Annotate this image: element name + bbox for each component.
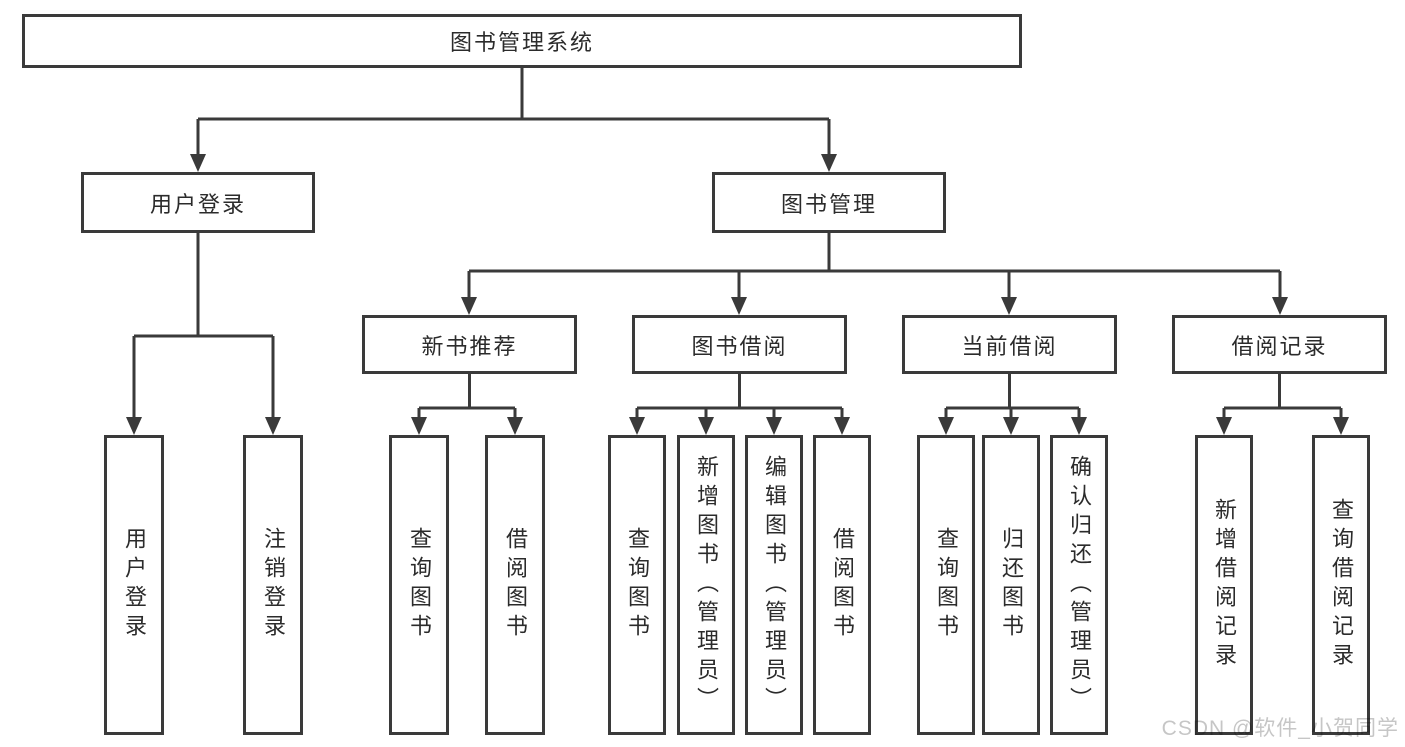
leaf-add-borrow-record: 新增借阅记录 [1195,435,1253,735]
leaf-user-login: 用户登录 [104,435,164,735]
leaf-recommend-query-books-label: 查询图书 [407,527,432,643]
leaf-edit-books-admin-label: 编辑图书（管理员） [762,454,787,716]
node-new-book-recommendation: 新书推荐 [362,315,577,374]
node-user-login-label: 用户登录 [149,191,246,217]
leaf-recommend-borrow-books-label: 借阅图书 [503,527,528,643]
leaf-user-login-label: 用户登录 [122,527,147,643]
leaf-edit-books-admin: 编辑图书（管理员） [745,435,803,735]
leaf-return-books: 归还图书 [982,435,1040,735]
node-user-login: 用户登录 [81,172,315,233]
leaf-borrowing-query-books-label: 查询图书 [625,527,650,643]
leaf-query-borrow-record: 查询借阅记录 [1312,435,1370,735]
leaf-add-books-admin-label: 新增图书（管理员） [694,454,719,716]
node-borrowing-records-label: 借阅记录 [1231,333,1328,359]
leaf-logout: 注销登录 [243,435,303,735]
node-current-borrowing-label: 当前借阅 [961,333,1058,359]
leaf-add-borrow-record-label: 新增借阅记录 [1212,498,1237,672]
leaf-recommend-borrow-books: 借阅图书 [485,435,545,735]
leaf-current-query-books-label: 查询图书 [934,527,959,643]
node-book-management-label: 图书管理 [780,191,877,217]
leaf-recommend-query-books: 查询图书 [389,435,449,735]
leaf-query-borrow-record-label: 查询借阅记录 [1329,498,1354,672]
leaf-logout-label: 注销登录 [261,527,286,643]
node-library-management-system-label: 图书管理系统 [449,30,594,55]
node-current-borrowing: 当前借阅 [902,315,1117,374]
leaf-confirm-return-admin-label: 确认归还（管理员） [1067,454,1092,716]
csdn-watermark: CSDN @软件_小贺同学 [1161,717,1399,740]
node-book-management: 图书管理 [712,172,946,233]
node-book-borrowing-label: 图书借阅 [691,333,788,359]
connector-lines [132,68,1343,420]
leaf-confirm-return-admin: 确认归还（管理员） [1050,435,1108,735]
node-book-borrowing: 图书借阅 [632,315,847,374]
leaf-current-query-books: 查询图书 [917,435,975,735]
node-new-book-recommendation-label: 新书推荐 [421,333,518,359]
leaf-return-books-label: 归还图书 [999,527,1024,643]
leaf-borrow-books-label: 借阅图书 [830,527,855,643]
node-library-management-system: 图书管理系统 [22,14,1022,68]
leaf-add-books-admin: 新增图书（管理员） [677,435,735,735]
node-borrowing-records: 借阅记录 [1172,315,1387,374]
leaf-borrow-books: 借阅图书 [813,435,871,735]
leaf-borrowing-query-books: 查询图书 [608,435,666,735]
